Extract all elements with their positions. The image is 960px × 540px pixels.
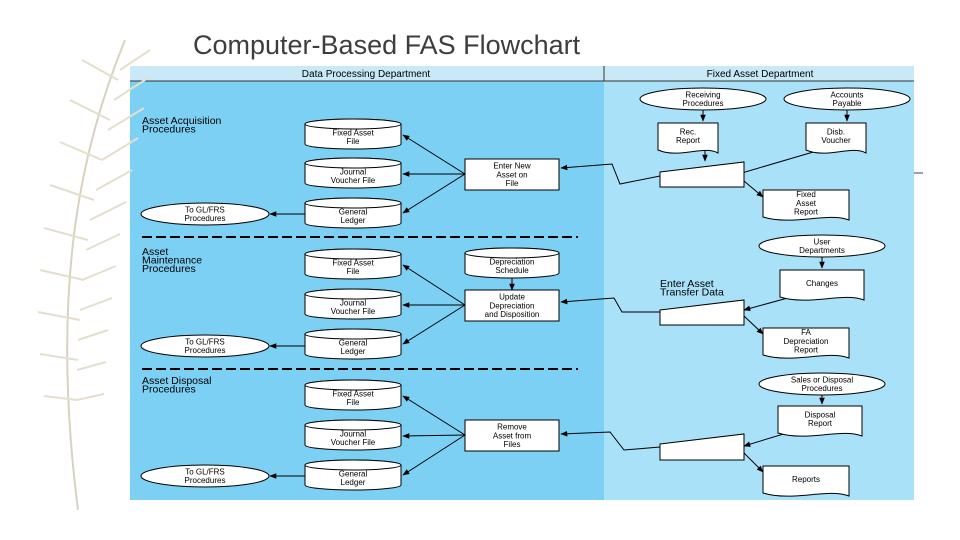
maintenance-arrow-ledger	[402, 304, 466, 345]
reports-document-label: Reports	[792, 475, 820, 484]
reports-document	[762, 465, 850, 497]
input-to-report-arrow	[743, 180, 764, 198]
disb-to-input-arrow	[734, 149, 821, 176]
disposal-arrow-fixed-asset	[402, 395, 466, 436]
acquisition-journal-voucher-file-top	[304, 157, 402, 169]
sales-disposal-terminal	[758, 372, 886, 396]
disb-voucher-document	[805, 122, 867, 154]
input-to-fa-report-arrow	[743, 315, 764, 335]
user-departments-terminal	[758, 234, 886, 258]
flowchart-diagram: Data Processing Department Fixed Asset De…	[130, 66, 914, 500]
disposal-general-ledger-top	[304, 459, 402, 471]
rec-report-document-label: Rec.Report	[676, 128, 701, 146]
acquisition-process	[464, 158, 560, 191]
disposal-arrow-journal	[402, 433, 466, 439]
input-to-reports-arrow	[743, 452, 764, 473]
changes-document-label: Changes	[806, 279, 838, 288]
acquisition-arrow-fixed-asset	[402, 134, 466, 175]
maintenance-general-ledger-top	[304, 328, 402, 340]
maintenance-fixed-asset-file-top	[304, 248, 402, 260]
feather-decoration	[37, 39, 151, 511]
disb-voucher-document-label: Disb.Voucher	[821, 128, 851, 146]
maintenance-comm-link	[560, 297, 660, 313]
maintenance-to-gl-terminal	[140, 334, 270, 358]
acquisition-general-ledger-top	[304, 197, 402, 209]
acquisition-fixed-asset-file-top	[304, 118, 402, 130]
header-bar	[130, 66, 914, 81]
acquisition-arrow-ledger	[402, 173, 466, 214]
disposal-process	[464, 419, 560, 452]
slide-title: Computer-Based FAS Flowchart	[193, 30, 581, 60]
accounts-payable-terminal	[783, 87, 911, 111]
disposal-to-gl-terminal	[140, 464, 270, 488]
fa-depreciation-report-document	[762, 327, 850, 359]
acquisition-comm-link	[560, 163, 661, 185]
fixed-asset-report-document	[762, 189, 850, 221]
disposal-comm-link	[560, 430, 661, 451]
rec-report-document	[657, 122, 719, 154]
disposal-fixed-asset-file-top	[304, 379, 402, 391]
enter-disposal-input	[659, 433, 745, 461]
maintenance-arrow-fixed-asset	[402, 264, 466, 306]
depreciation-schedule-disk-top	[464, 247, 560, 259]
accent-line	[913, 172, 923, 174]
fa-department-label: Fixed Asset Department	[707, 69, 814, 80]
enter-transfer-input	[659, 299, 745, 326]
changes-document	[779, 269, 865, 301]
disposal-journal-voucher-file-top	[304, 419, 402, 431]
fixed-asset-panel	[604, 66, 914, 500]
disposal-report-document	[777, 405, 863, 437]
disposal-arrow-ledger	[402, 434, 466, 476]
acquisition-to-gl-terminal	[140, 202, 270, 226]
dp-department-label: Data Processing Department	[302, 69, 431, 80]
enter-new-asset-input	[659, 161, 745, 188]
maintenance-journal-voucher-file-top	[304, 288, 402, 300]
receiving-procedures-terminal	[639, 87, 767, 111]
maintenance-process	[464, 289, 560, 322]
